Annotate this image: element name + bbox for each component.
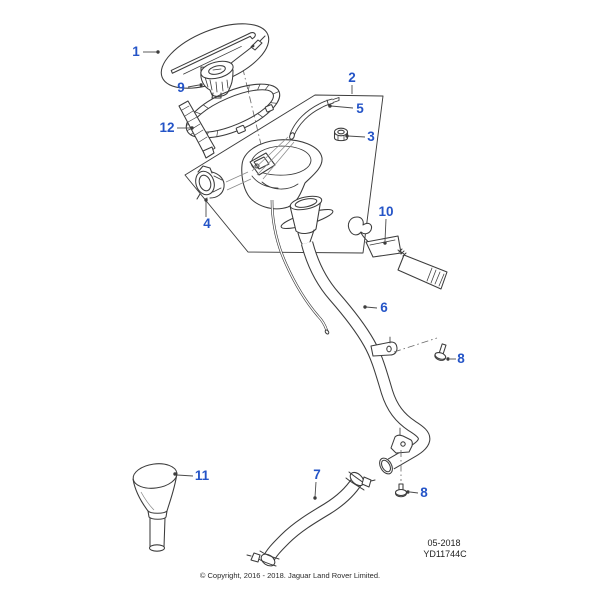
part-10-tether-bracket xyxy=(347,216,448,290)
part-7-filler-hose xyxy=(246,471,376,567)
callout-9[interactable]: 9 xyxy=(177,80,203,95)
svg-text:8: 8 xyxy=(457,351,465,366)
svg-text:11: 11 xyxy=(195,468,210,483)
filler-housing xyxy=(241,136,323,210)
callout-2[interactable]: 2 xyxy=(348,70,356,94)
part-9-filler-cap xyxy=(200,35,266,99)
callout-1[interactable]: 1 xyxy=(132,44,160,59)
svg-text:5: 5 xyxy=(356,101,364,116)
svg-text:2: 2 xyxy=(348,70,356,85)
callout-10[interactable]: 10 xyxy=(378,204,394,245)
svg-text:4: 4 xyxy=(203,216,211,231)
part-8-screw-upper xyxy=(393,337,447,361)
callout-6[interactable]: 6 xyxy=(363,300,388,315)
callout-8-upper[interactable]: 8 xyxy=(446,351,465,366)
part-3-nut xyxy=(333,127,349,142)
callouts-layer: 1 2 3 4 5 6 7 8 xyxy=(132,44,465,500)
part-11-funnel xyxy=(132,463,178,552)
callout-12[interactable]: 12 xyxy=(159,120,194,135)
part-2-assembly-box xyxy=(184,94,384,254)
callout-8-lower[interactable]: 8 xyxy=(406,485,428,500)
callout-5[interactable]: 5 xyxy=(328,101,364,116)
vent-hose xyxy=(270,199,330,335)
svg-text:6: 6 xyxy=(380,300,388,315)
part-6-filler-pipe xyxy=(280,195,431,475)
plate-date: 05-2018 xyxy=(427,538,460,548)
svg-text:3: 3 xyxy=(367,129,375,144)
svg-text:9: 9 xyxy=(177,80,185,95)
part-5-vent-tube xyxy=(289,97,340,140)
part-12-trim-ring xyxy=(178,83,281,159)
svg-text:10: 10 xyxy=(378,204,393,219)
callout-7[interactable]: 7 xyxy=(313,467,321,500)
plate-code: YD11744C xyxy=(423,549,467,559)
callout-3[interactable]: 3 xyxy=(345,129,375,144)
callout-11[interactable]: 11 xyxy=(173,468,210,483)
copyright-line: © Copyright, 2016 - 2018. Jaguar Land Ro… xyxy=(200,571,380,580)
svg-text:8: 8 xyxy=(420,485,428,500)
svg-text:7: 7 xyxy=(313,467,321,482)
svg-text:1: 1 xyxy=(132,44,140,59)
callout-4[interactable]: 4 xyxy=(203,198,211,231)
svg-text:12: 12 xyxy=(159,120,174,135)
